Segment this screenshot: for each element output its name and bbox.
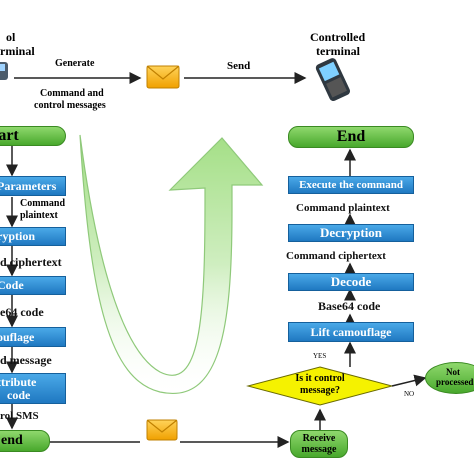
base64-label: e64 code: [0, 305, 44, 319]
code-box: Code: [0, 276, 66, 295]
send-node: end: [0, 430, 50, 452]
not-processed-node: Not processed: [425, 362, 474, 394]
control-sms-label: rol SMS: [0, 410, 39, 422]
decision-diamond: [246, 366, 394, 406]
controlled-terminal-label-2: terminal: [316, 44, 360, 58]
generate-label: Generate: [55, 58, 95, 69]
yes-label: YES: [313, 352, 327, 360]
command-ciphertext-label: Command ciphertext: [286, 250, 386, 262]
command-plaintext-label-2: plaintext: [20, 210, 58, 221]
not-processed-label-1: Not: [446, 367, 460, 377]
attribute-label-1: ttribute: [0, 374, 37, 389]
message-label: d message: [0, 353, 52, 367]
camouflage-box: ouflage: [0, 327, 66, 347]
attribute-label-2: code: [7, 387, 31, 402]
command-plaintext-label-1: Command: [20, 198, 66, 209]
no-label: NO: [404, 390, 415, 398]
start-node: tart: [0, 126, 66, 146]
envelope-icon: [146, 419, 178, 441]
decode-box: Decode: [288, 273, 414, 291]
command-plaintext-label: Command plaintext: [296, 202, 390, 214]
decision-label-2: message?: [300, 385, 340, 396]
big-curved-arrow: [79, 134, 264, 394]
receive-message-node: Receive message: [290, 430, 348, 458]
receive-label-1: Receive: [302, 433, 336, 444]
control-terminal-label-2: rminal: [0, 44, 35, 58]
end-node: End: [288, 126, 414, 148]
execute-box: Execute the command: [288, 176, 414, 194]
encryption-box: ryption: [0, 227, 66, 246]
controlled-terminal-label-1: Controlled: [310, 30, 366, 44]
command-messages-label-2: control messages: [34, 100, 106, 111]
send-label: Send: [227, 60, 251, 72]
decision-label-1: Is it control: [295, 373, 345, 384]
attribute-box: ttribute code: [0, 373, 66, 404]
decryption-box: Decryption: [288, 224, 414, 242]
not-processed-label-2: processed: [436, 377, 474, 387]
decision-text: Is it control message?: [283, 373, 357, 397]
phone-icon: [0, 62, 8, 80]
control-terminal-label-1: ol: [6, 30, 16, 44]
cellphone-icon: [315, 58, 351, 102]
parameters-box: Parameters: [0, 176, 66, 196]
base64-label: Base64 code: [318, 299, 381, 313]
command-messages-label-1: Command and: [40, 88, 104, 99]
receive-label-2: message: [301, 444, 337, 455]
envelope-icon: [146, 65, 180, 89]
ciphertext-label: d ciphertext: [0, 255, 62, 269]
lift-camouflage-box: Lift camouflage: [288, 322, 414, 342]
